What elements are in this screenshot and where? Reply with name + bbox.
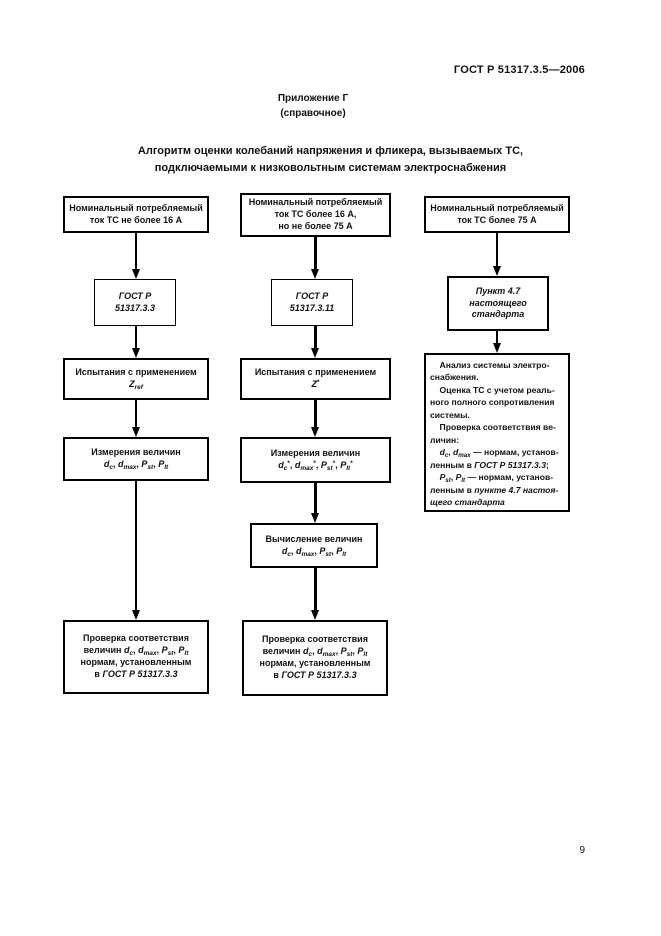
flow-arrow-down [311,568,319,620]
flow-arrow-down [131,326,140,358]
flow-arrow-down [492,233,501,276]
flow-arrow-down [311,237,319,279]
flow-box-system-analysis: Анализ системы электро-снабжения. Оценка… [424,353,570,512]
page-title-line2: подключаемыми к низковольтным системам э… [154,162,507,174]
page-title-line1: Алгоритм оценки колебаний напряжения и ф… [137,145,524,157]
flow-arrow-down [311,400,319,437]
flow-arrow-down [131,233,140,279]
appendix-heading: Приложение Г (справочное) [233,91,393,121]
standard-reference: ГОСТ Р 51317.3.5—2006 [453,64,585,76]
flow-arrow-down [311,326,319,358]
flow-arrow-down [311,483,319,523]
flow-arrow-down [131,481,140,620]
page-number: 9 [579,845,585,856]
flow-arrow-down [492,331,501,353]
appendix-title: Приложение Г [277,93,349,104]
page-title: Алгоритм оценки колебаний напряжения и ф… [0,143,661,177]
appendix-note: (справочное) [280,108,346,119]
flow-arrow-down [131,400,140,437]
